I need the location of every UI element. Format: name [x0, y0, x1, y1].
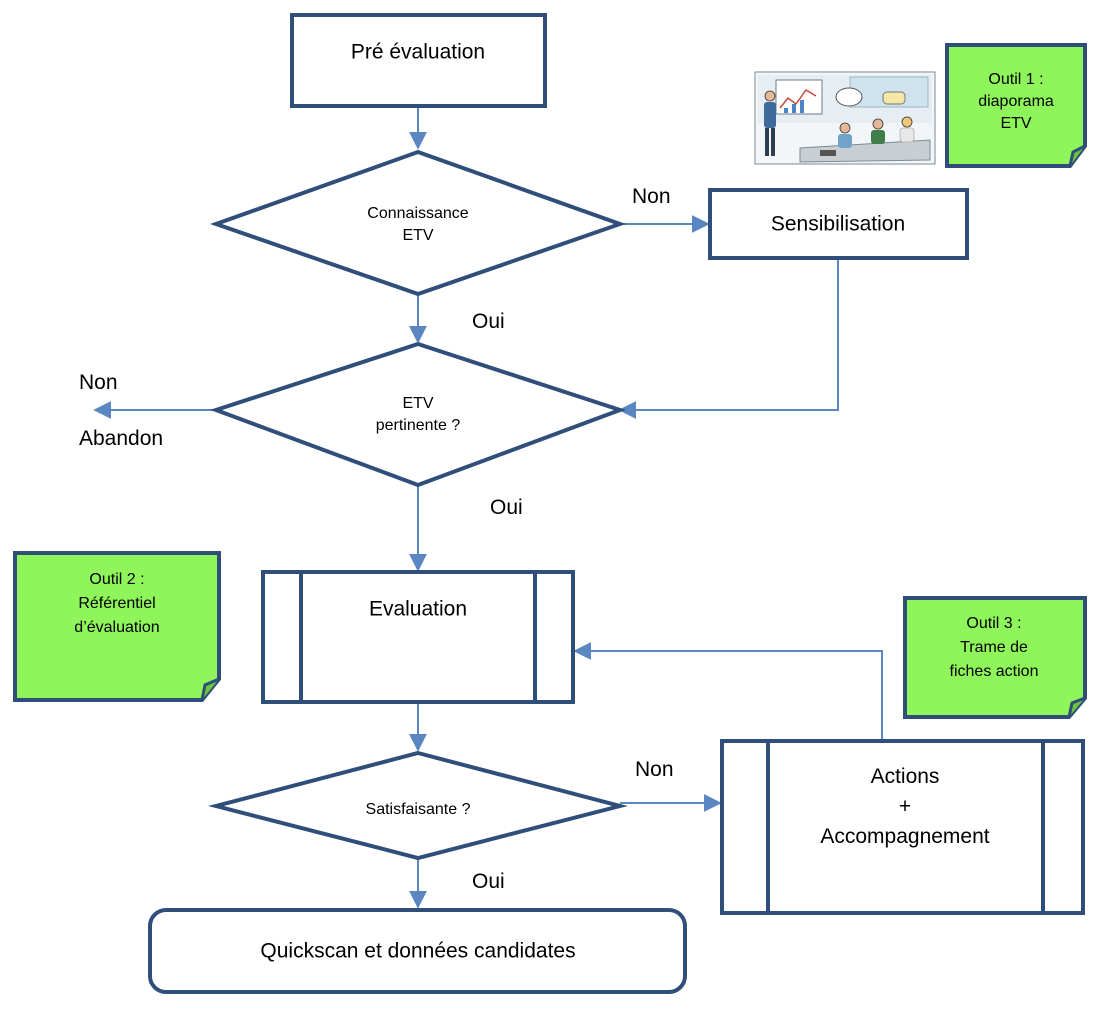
pre-evaluation-label: Pré évaluation [351, 41, 485, 64]
connector-actions-to-evaluation [573, 642, 883, 739]
node-pre-evaluation: Pré évaluation [290, 13, 547, 108]
note-outil-3: Outil 3 : Trame de fiches action [903, 596, 1087, 719]
note-outil-1: Outil 1 : diaporama ETV [945, 43, 1087, 168]
connectors [93, 108, 883, 909]
node-connaissance-etv: Connaissance ETV [209, 149, 627, 297]
edge-label-oui-3: Oui [472, 870, 505, 893]
actions-label-line1: Actions [871, 765, 940, 788]
connaissance-label-line2: ETV [402, 227, 433, 244]
edge-label-non-1: Non [632, 185, 671, 208]
evaluation-label: Evaluation [369, 598, 467, 621]
note-outil-3-line1: Outil 3 : [966, 615, 1021, 632]
node-quickscan: Quickscan et données candidates [148, 908, 687, 994]
pertinente-label-line1: ETV [402, 395, 433, 412]
note-outil-1-line2: diaporama [978, 93, 1054, 110]
satisfaisante-label: Satisfaisante ? [366, 801, 471, 818]
node-satisfaisante: Satisfaisante ? [208, 750, 628, 861]
pertinente-label-line2: pertinente ? [376, 417, 461, 434]
note-outil-2-line1: Outil 2 : [89, 571, 144, 588]
actions-label-line2: + [899, 795, 911, 818]
actions-label-line3: Accompagnement [820, 825, 989, 848]
note-outil-3-line2: Trame de [960, 639, 1028, 656]
note-outil-1-line1: Outil 1 : [988, 71, 1043, 88]
connector-sensibilisation-to-pertinente [618, 258, 839, 419]
node-evaluation: Evaluation [261, 570, 575, 704]
edge-label-oui-1: Oui [472, 310, 505, 333]
node-actions-accompagnement: Actions + Accompagnement [720, 739, 1085, 915]
edge-label-oui-2: Oui [490, 496, 523, 519]
note-outil-1-line3: ETV [1000, 115, 1031, 132]
meeting-presentation-illustration [754, 71, 936, 165]
edge-label-non-3: Non [635, 758, 674, 781]
quickscan-label: Quickscan et données candidates [260, 940, 575, 963]
note-outil-2-line2: Référentiel [78, 595, 155, 612]
note-outil-2-line3: d’évaluation [74, 619, 159, 636]
edge-label-abandon: Abandon [79, 427, 163, 450]
node-etv-pertinente: ETV pertinente ? [209, 341, 627, 488]
connaissance-label-line1: Connaissance [367, 205, 469, 222]
note-outil-3-line3: fiches action [950, 663, 1039, 680]
node-sensibilisation: Sensibilisation [708, 188, 969, 260]
note-outil-2: Outil 2 : Référentiel d’évaluation [13, 551, 221, 702]
sensibilisation-label: Sensibilisation [771, 213, 905, 236]
edge-label-non-2: Non [79, 371, 118, 394]
